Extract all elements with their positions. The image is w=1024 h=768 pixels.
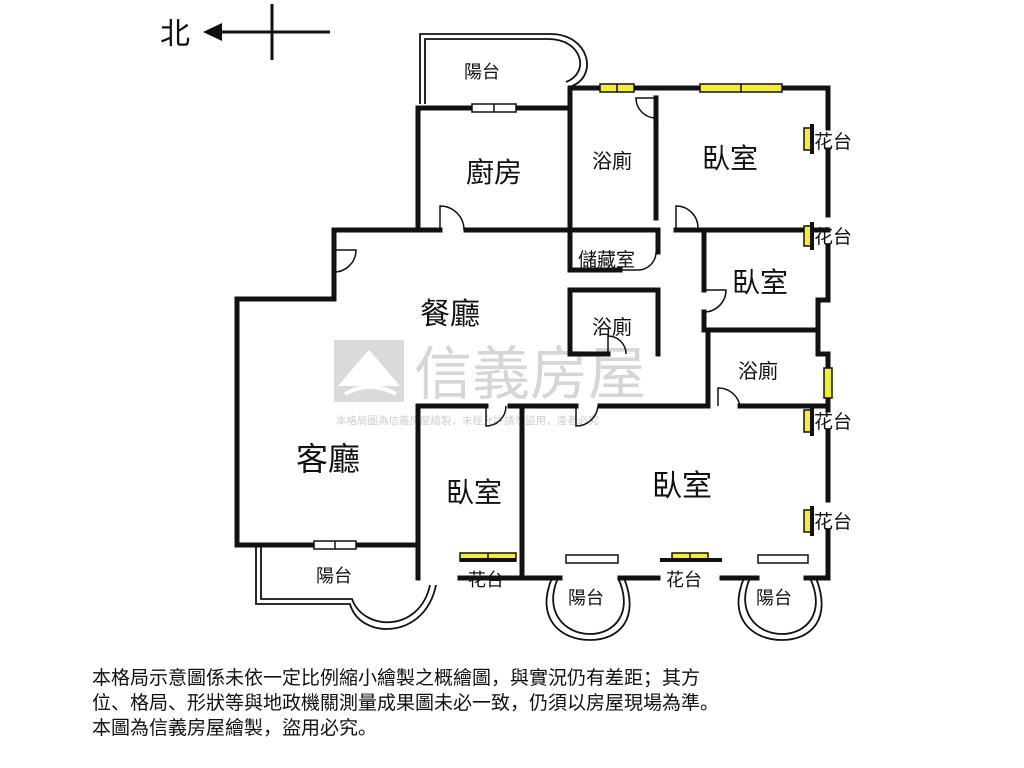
arrow-left-icon	[203, 23, 222, 41]
disclaimer-line-3: 本圖為信義房屋繪製，盜用必究。	[92, 717, 378, 739]
label-kitchen: 廚房	[466, 156, 522, 189]
floor-plan: 信義房屋 本格局圖為信義房屋繪製，未經允許請勿盜用，違者必究 北	[160, 4, 852, 641]
walls	[234, 85, 831, 581]
label-flower-1: 花台	[814, 131, 852, 153]
label-living: 客廳	[296, 440, 360, 478]
label-flower-4: 花台	[814, 511, 852, 533]
label-flower-5: 花台	[468, 570, 504, 591]
label-bedroom-4: 臥室	[652, 469, 712, 504]
disclaimer-line-2: 位、格局、形狀等與地政機關測量成果圖未必一致，仍須以房屋現場為準。	[92, 692, 720, 714]
label-bath-2: 浴廁	[592, 315, 632, 339]
label-balcony-living: 陽台	[316, 566, 352, 587]
compass: 北	[160, 4, 330, 60]
sliding-doors	[313, 103, 809, 564]
watermark-brand: 信義房屋	[414, 340, 646, 408]
balcony-outlines	[255, 33, 823, 641]
watermark: 信義房屋 本格局圖為信義房屋繪製，未經允許請勿盜用，違者必究	[334, 340, 646, 427]
watermark-logo-icon	[334, 340, 404, 402]
label-bath-1: 浴廁	[592, 149, 632, 173]
label-dining: 餐廳	[420, 297, 480, 332]
label-balcony-2: 陽台	[568, 588, 604, 609]
label-bath-3: 浴廁	[738, 359, 778, 383]
label-balcony-top: 陽台	[464, 62, 500, 83]
disclaimer: 本格局示意圖係未依一定比例縮小繪製之概繪圖，與實況仍有差距；其方 位、格局、形狀…	[92, 666, 992, 741]
label-bedroom-1: 臥室	[702, 142, 758, 175]
planters	[460, 124, 814, 562]
room-labels: 陽台 廚房 浴廁 臥室 花台 花台 儲藏室 臥室 餐廳 浴廁 浴廁 客廳 臥室 …	[296, 62, 852, 609]
label-flower-3: 花台	[814, 411, 852, 433]
label-flower-2: 花台	[814, 226, 852, 248]
label-bedroom-2: 臥室	[732, 266, 788, 299]
doors	[333, 97, 741, 427]
label-storage: 儲藏室	[578, 249, 635, 271]
disclaimer-line-1: 本格局示意圖係未依一定比例縮小繪製之概繪圖，與實況仍有差距；其方	[92, 667, 701, 689]
compass-north-label: 北	[160, 17, 190, 52]
label-flower-6: 花台	[666, 570, 702, 591]
watermark-notice: 本格局圖為信義房屋繪製，未經允許請勿盜用，違者必究	[336, 414, 599, 427]
label-bedroom-3: 臥室	[446, 476, 502, 509]
label-balcony-3: 陽台	[756, 588, 792, 609]
